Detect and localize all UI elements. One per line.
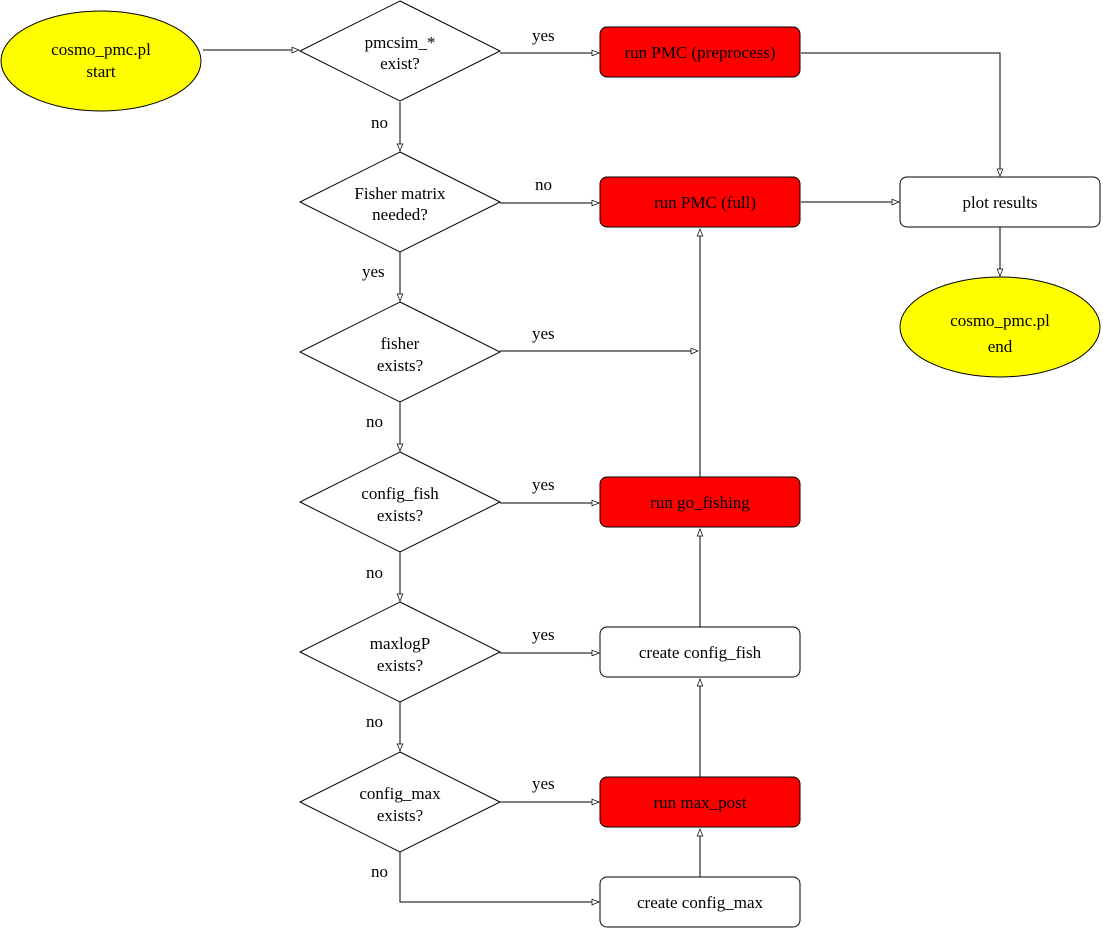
label-fisher-needed-yes: yes bbox=[362, 262, 385, 281]
process-run-max-post: run max_post bbox=[599, 776, 801, 828]
config-fish-label-line1: config_fish bbox=[361, 484, 439, 503]
label-config-fish-yes: yes bbox=[532, 475, 555, 494]
node-end: cosmo_pmc.pl end bbox=[899, 276, 1101, 378]
decision-maxlogp-exists: maxlogP exists? bbox=[298, 601, 502, 703]
label-config-fish-no: no bbox=[366, 563, 383, 582]
label-pmcsim-no: no bbox=[371, 113, 388, 132]
edge-labels: yes no no yes yes no yes no yes no yes n… bbox=[362, 26, 555, 881]
pmcsim-diamond bbox=[298, 0, 502, 102]
maxlogp-diamond bbox=[298, 601, 502, 703]
maxlogp-label-line1: maxlogP bbox=[370, 634, 430, 653]
fisher-exists-label-line1: fisher bbox=[381, 334, 420, 353]
run-max-post-label: run max_post bbox=[653, 793, 746, 812]
maxlogp-label-line2: exists? bbox=[377, 656, 423, 675]
process-plot-results: plot results bbox=[899, 176, 1101, 228]
run-go-fishing-box bbox=[599, 476, 801, 528]
label-pmcsim-yes: yes bbox=[532, 26, 555, 45]
decision-config-max-exists: config_max exists? bbox=[298, 751, 502, 853]
node-start: cosmo_pmc.pl start bbox=[0, 10, 202, 112]
fisher-needed-label-line1: Fisher matrix bbox=[354, 184, 446, 203]
process-run-pmc-preprocess: run PMC (preprocess) bbox=[599, 26, 801, 78]
end-label-line2: end bbox=[988, 337, 1013, 356]
decision-pmcsim-exist: pmcsim_* exist? bbox=[298, 0, 502, 102]
edges bbox=[203, 46, 1004, 906]
process-create-config-max: create config_max bbox=[599, 876, 801, 928]
pmcsim-label-line2: exist? bbox=[380, 54, 420, 73]
label-fisher-needed-no: no bbox=[535, 175, 552, 194]
process-run-go-fishing: run go_fishing bbox=[599, 476, 801, 528]
start-label-line1: cosmo_pmc.pl bbox=[51, 40, 151, 59]
process-create-config-fish: create config_fish bbox=[599, 626, 801, 678]
edge-config-max-no bbox=[399, 852, 600, 906]
pmcsim-label-line1: pmcsim_* bbox=[365, 33, 436, 52]
fisher-exists-diamond bbox=[298, 301, 502, 403]
decision-fisher-exists: fisher exists? bbox=[298, 301, 502, 403]
label-maxlogp-yes: yes bbox=[532, 625, 555, 644]
run-max-post-box bbox=[599, 776, 801, 828]
config-max-label-line2: exists? bbox=[377, 806, 423, 825]
run-pmc-preprocess-label: run PMC (preprocess) bbox=[624, 43, 775, 62]
create-config-fish-box bbox=[599, 626, 801, 678]
process-run-pmc-full: run PMC (full) bbox=[599, 176, 801, 228]
start-ellipse bbox=[0, 10, 202, 112]
plot-results-box bbox=[899, 176, 1101, 228]
decision-config-fish-exists: config_fish exists? bbox=[298, 451, 502, 553]
run-pmc-preprocess-box bbox=[599, 26, 801, 78]
label-config-max-yes: yes bbox=[532, 774, 555, 793]
config-fish-diamond bbox=[298, 451, 502, 553]
run-pmc-full-box bbox=[599, 176, 801, 228]
label-config-max-no: no bbox=[371, 862, 388, 881]
label-fisher-exists-yes: yes bbox=[532, 324, 555, 343]
end-label-line1: cosmo_pmc.pl bbox=[950, 311, 1050, 330]
run-go-fishing-label: run go_fishing bbox=[650, 493, 750, 512]
config-max-label-line1: config_max bbox=[359, 784, 441, 803]
decision-fisher-needed: Fisher matrix needed? bbox=[298, 151, 502, 253]
edge-preprocess-to-plot bbox=[801, 52, 1004, 177]
plot-results-label: plot results bbox=[962, 193, 1037, 212]
start-label-line2: start bbox=[86, 62, 116, 81]
create-config-max-box bbox=[599, 876, 801, 928]
fisher-needed-diamond bbox=[298, 151, 502, 253]
label-maxlogp-no: no bbox=[366, 712, 383, 731]
config-fish-label-line2: exists? bbox=[377, 506, 423, 525]
create-config-fish-label: create config_fish bbox=[639, 643, 762, 662]
create-config-max-label: create config_max bbox=[637, 893, 764, 912]
fisher-needed-label-line2: needed? bbox=[372, 205, 428, 224]
label-fisher-exists-no: no bbox=[366, 412, 383, 431]
fisher-exists-label-line2: exists? bbox=[377, 356, 423, 375]
config-max-diamond bbox=[298, 751, 502, 853]
end-ellipse bbox=[899, 276, 1101, 378]
run-pmc-full-label: run PMC (full) bbox=[654, 193, 756, 212]
